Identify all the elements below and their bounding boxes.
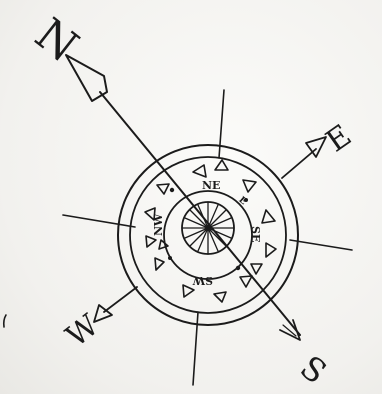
wsw-marker [146, 236, 156, 247]
northwest-label: NW [152, 213, 165, 236]
north-south-needle-line [100, 92, 300, 335]
west-arrow-shaft [104, 287, 137, 312]
ese-marker [262, 210, 275, 223]
west-label: W [60, 308, 106, 355]
ne-marker-a [215, 160, 228, 170]
northeast-label: NE [202, 179, 220, 192]
s-marker-a [214, 292, 226, 302]
nw-marker [157, 184, 169, 194]
se-marker [266, 243, 276, 257]
stray-mark [4, 315, 6, 327]
ne-marker-b [193, 165, 206, 177]
ene-marker [243, 180, 256, 192]
se-small-marker [251, 264, 262, 274]
sw-marker [155, 258, 164, 270]
southeast-label: SE [249, 226, 262, 242]
east-cross-line [290, 240, 352, 250]
west-cross-line [63, 215, 135, 227]
southwest-label: SW [192, 274, 213, 287]
north-label: N [26, 9, 88, 73]
east-arrow-shaft [282, 149, 316, 178]
south-label: S [293, 348, 334, 391]
north-cross-line [219, 90, 224, 158]
east-label: E [320, 118, 358, 159]
sse-marker [240, 276, 252, 287]
s-marker-b [183, 285, 194, 297]
east-small-label: E [236, 195, 248, 207]
